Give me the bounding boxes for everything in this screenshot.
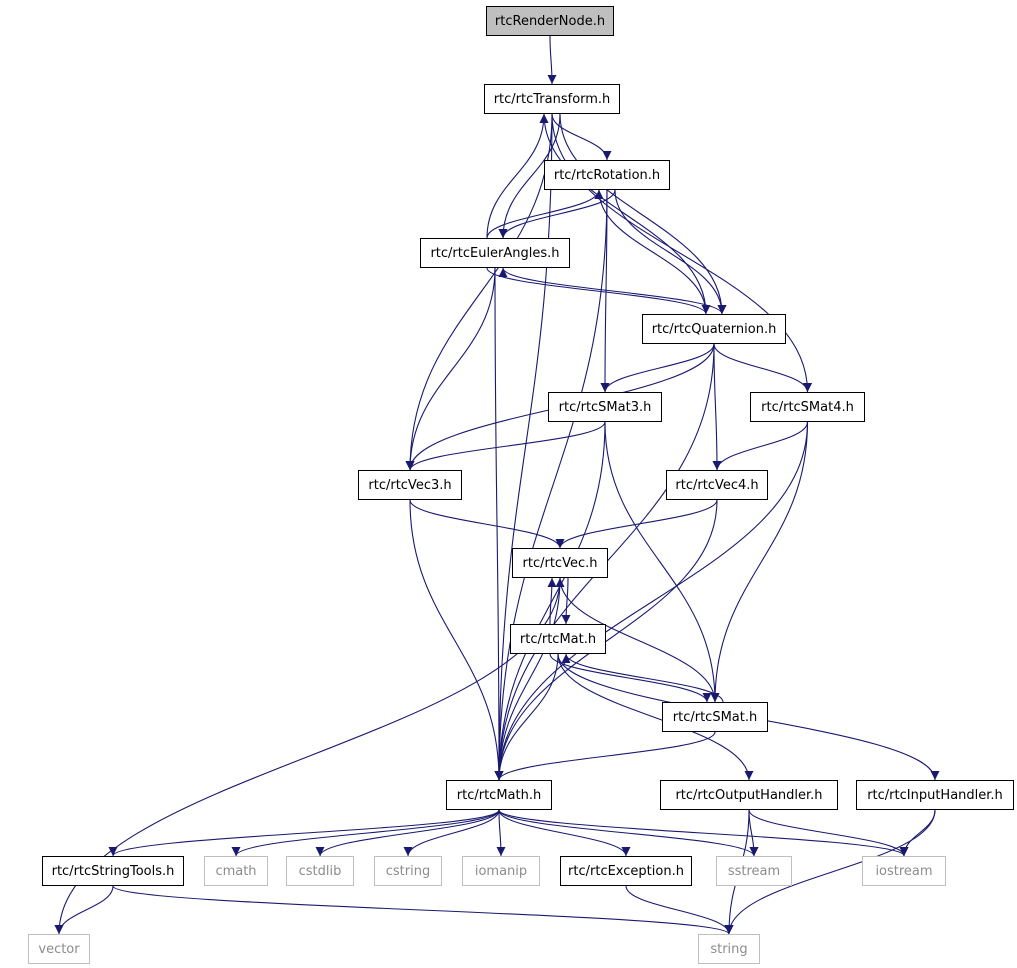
node-sstream: sstream — [716, 856, 792, 886]
edge-quaternion-to-rotation — [594, 189, 707, 315]
edge-rendernode-to-transform — [547, 35, 557, 85]
edge-smat4-to-vec4 — [712, 421, 809, 471]
edge-quaternion-to-vec4 — [712, 343, 722, 471]
edge-vec3-to-vec — [409, 499, 565, 549]
edge-euler-to-quaternion — [486, 267, 711, 315]
edge-euler-to-vec3 — [405, 267, 496, 471]
edge-quaternion-to-smat4 — [713, 343, 812, 393]
edge-smat-to-math — [494, 731, 716, 781]
edge-smat3-to-math — [494, 421, 606, 781]
node-rtcVec4[interactable]: rtc/rtcVec4.h — [666, 470, 768, 500]
edge-math-to-cstdlib — [315, 809, 500, 857]
node-cstdlib: cstdlib — [286, 856, 354, 886]
node-string: string — [698, 934, 760, 964]
edge-vec-to-mat — [561, 577, 571, 625]
edge-math-to-iostream — [498, 809, 909, 857]
edge-quaternion-to-euler — [498, 267, 723, 315]
node-rtcSMat4[interactable]: rtc/rtcSMat4.h — [750, 392, 865, 422]
edge-smat-to-mat — [561, 653, 724, 703]
edge-mat-to-math — [494, 653, 559, 781]
node-vector: vector — [28, 934, 90, 964]
node-rtcInputHandler[interactable]: rtc/rtcInputHandler.h — [856, 780, 1014, 810]
edge-stringtools-to-string — [112, 885, 734, 935]
edge-math-to-iomanip — [496, 809, 506, 857]
edge-smat3-to-smat — [604, 421, 720, 703]
node-rtcMat[interactable]: rtc/rtcMat.h — [510, 624, 606, 654]
edge-vec3-to-math — [409, 499, 504, 781]
node-rtcRotation[interactable]: rtc/rtcRotation.h — [544, 160, 670, 190]
edge-mat-to-output — [557, 653, 754, 781]
edge-math-to-stringtools — [108, 809, 500, 857]
node-rtcQuaternion[interactable]: rtc/rtcQuaternion.h — [642, 314, 786, 344]
edge-output-to-iostream — [748, 809, 909, 857]
edge-euler-to-rotation — [486, 189, 604, 239]
node-rtcEulerAngles[interactable]: rtc/rtcEulerAngles.h — [420, 238, 570, 268]
edge-input-to-iostream — [899, 809, 936, 857]
node-cmath: cmath — [204, 856, 268, 886]
edge-output-to-sstream — [748, 809, 759, 857]
edge-smat4-to-math — [494, 421, 809, 781]
node-rtcSMat3[interactable]: rtc/rtcSMat3.h — [548, 392, 662, 422]
edge-transform-to-euler — [498, 113, 561, 239]
edge-smat3-to-vec3 — [405, 421, 606, 471]
edge-transform-to-smat4 — [551, 113, 812, 393]
edge-rotation-to-euler — [498, 189, 616, 239]
edge-vec-to-math — [494, 577, 561, 781]
edge-euler-to-transform — [486, 113, 549, 239]
node-rtcSMat[interactable]: rtc/rtcSMat.h — [662, 702, 768, 732]
edge-input-to-string — [724, 809, 936, 935]
edge-euler-to-math — [494, 267, 504, 781]
edge-math-to-sstream — [498, 809, 759, 857]
node-rtcTransform[interactable]: rtc/rtcTransform.h — [484, 84, 620, 114]
edge-math-to-cmath — [231, 809, 500, 857]
node-iostream: iostream — [862, 856, 946, 886]
edge-vec4-to-math — [494, 499, 718, 781]
node-cstring: cstring — [374, 856, 442, 886]
node-rtcOutputHandler[interactable]: rtc/rtcOutputHandler.h — [660, 780, 838, 810]
node-rtcException[interactable]: rtc/rtcException.h — [560, 856, 692, 886]
node-rtcVec[interactable]: rtc/rtcVec.h — [512, 548, 608, 578]
edge-stringtools-to-vector — [54, 885, 114, 935]
node-rtcVec3[interactable]: rtc/rtcVec3.h — [358, 470, 462, 500]
edge-transform-to-vec3 — [405, 113, 553, 471]
edge-vec4-to-vec — [555, 499, 718, 549]
edge-rotation-to-quaternion — [614, 189, 727, 315]
edge-transform-to-quaternion — [559, 113, 727, 315]
node-rtcMath[interactable]: rtc/rtcMath.h — [446, 780, 552, 810]
node-rtcRenderNode[interactable]: rtcRenderNode.h — [486, 6, 614, 36]
edge-mat-to-vec — [547, 577, 557, 625]
edge-smat4-to-smat — [710, 421, 809, 703]
edge-quaternion-to-transform — [539, 113, 707, 315]
edge-transform-to-rotation — [551, 113, 612, 161]
edge-math-to-cstring — [403, 809, 500, 857]
node-rtcStringTools[interactable]: rtc/rtcStringTools.h — [42, 856, 184, 886]
edge-math-to-exception — [498, 809, 631, 857]
edge-mat-to-smat — [549, 653, 712, 703]
node-iomanip: iomanip — [462, 856, 540, 886]
edge-exception-to-string — [625, 885, 734, 935]
edge-smat-to-vec — [555, 577, 716, 703]
edge-quaternion-to-smat3 — [600, 343, 715, 393]
